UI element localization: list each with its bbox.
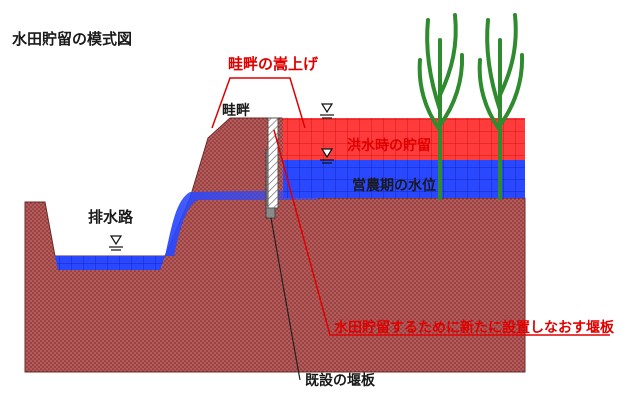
levee-raise-label: 畦畔の嵩上げ bbox=[228, 55, 319, 73]
existing-weir-plate-label: 既設の堰板 bbox=[305, 372, 376, 389]
rice-plant-icon bbox=[477, 13, 525, 200]
flood-storage-band bbox=[283, 118, 525, 160]
drainage-channel-label: 排水路 bbox=[88, 208, 134, 226]
new-weir-plate-label: 水田貯留するために新たに設置しなおす堰板 bbox=[334, 319, 615, 336]
page-title: 水田貯留の模式図 bbox=[12, 30, 132, 48]
rice-plant-icon bbox=[417, 13, 465, 200]
normal-water-level-band bbox=[283, 160, 525, 198]
new-weir-leader bbox=[273, 129, 610, 336]
inverted-triangle-icon bbox=[320, 148, 334, 164]
flood-storage-label: 洪水時の貯留 bbox=[347, 137, 431, 154]
new-weir-plate bbox=[267, 117, 279, 209]
inverted-triangle-icon bbox=[109, 235, 123, 251]
existing-weir-leader bbox=[270, 217, 301, 381]
normal-water-level-label: 営農期の水位 bbox=[352, 177, 436, 194]
levee-raise-callout bbox=[211, 77, 306, 129]
inverted-triangle-icon bbox=[320, 103, 334, 119]
levee-label: 畦畔 bbox=[222, 102, 250, 119]
drainage-channel-water bbox=[55, 256, 165, 270]
